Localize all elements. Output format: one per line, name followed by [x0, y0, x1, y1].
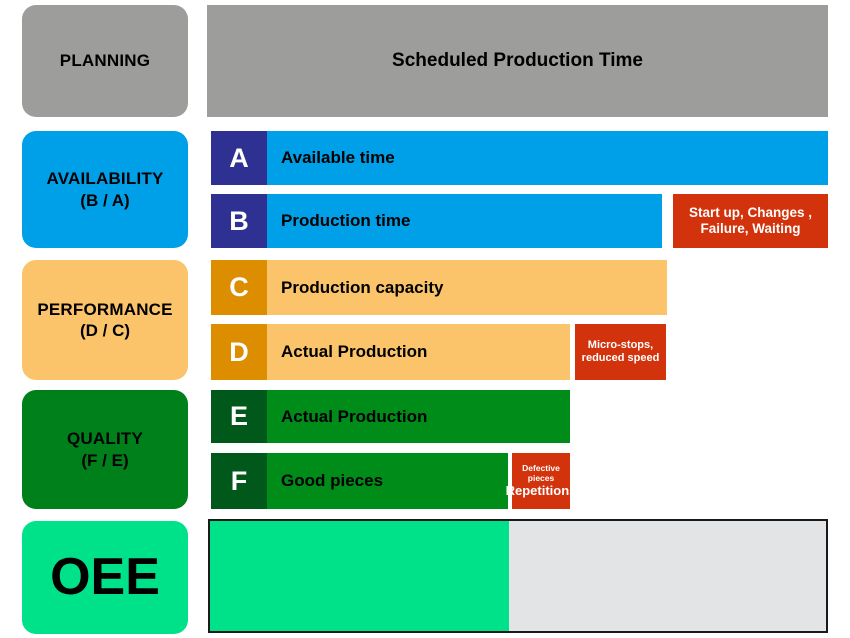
bar-row-e: E Actual Production [211, 390, 570, 443]
row-letter-f: F [211, 453, 267, 509]
bar-row-b: B Production time [211, 194, 662, 248]
category-title: PLANNING [59, 51, 151, 71]
loss-box-performance: Micro-stops, reduced speed [575, 324, 666, 380]
bar-row-a: A Available time [211, 131, 828, 185]
category-title: AVAILABILITY [46, 169, 164, 189]
category-panel-planning: PLANNING [22, 5, 188, 117]
loss-box-quality: Defective pieces Repetitions [506, 453, 576, 509]
row-letter-b: B [211, 194, 267, 248]
row-label-e: Actual Production [281, 406, 428, 426]
bar-row-c: C Production capacity [211, 260, 667, 315]
oee-result-bar [208, 519, 828, 633]
row-label-f: Good pieces [281, 471, 384, 490]
loss-line-2: reduced speed [581, 352, 660, 364]
row-label-c: Production capacity [281, 277, 444, 297]
bar-row-d: D Actual Production [211, 324, 570, 380]
loss-line-1: Micro-stops, [587, 338, 654, 351]
row-label-a: Available time [281, 148, 395, 167]
category-title: PERFORMANCE [37, 299, 173, 319]
category-panel-quality: QUALITY (F / E) [22, 390, 188, 509]
category-formula: (B / A) [80, 190, 130, 210]
category-panel-performance: PERFORMANCE (D / C) [22, 260, 188, 380]
loss-box-availability: Start up, Changes , Failure, Waiting [673, 194, 828, 248]
loss-line-1: Start up, Changes , [688, 204, 813, 220]
row-letter-a: A [211, 131, 267, 185]
scheduled-production-time-label: Scheduled Production Time [392, 50, 643, 71]
category-title: OEE [50, 548, 160, 606]
bar-row-f: F Good pieces [211, 453, 508, 509]
category-panel-availability: AVAILABILITY (B / A) [22, 131, 188, 248]
category-panel-oee: OEE [22, 521, 188, 634]
category-formula: (F / E) [81, 450, 129, 470]
scheduled-production-time-bar: Scheduled Production Time [207, 5, 828, 117]
category-formula: (D / C) [79, 321, 131, 340]
loss-line-2: Failure, Waiting [700, 221, 801, 236]
oee-result-fill [210, 521, 510, 631]
row-letter-c: C [211, 260, 267, 315]
row-label-d: Actual Production [281, 342, 428, 361]
category-title: QUALITY [66, 429, 143, 449]
row-letter-e: E [211, 390, 267, 443]
row-label-b: Production time [281, 211, 411, 230]
loss-line-2: Repetitions [505, 483, 577, 499]
loss-line-1: Defective pieces [522, 463, 560, 484]
row-letter-d: D [211, 324, 267, 380]
